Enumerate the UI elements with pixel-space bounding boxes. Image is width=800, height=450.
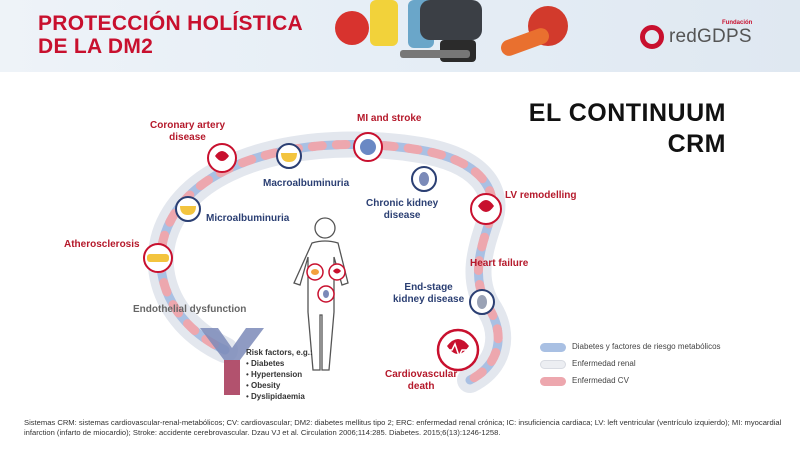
label-endothelial: Endothelial dysfunction <box>133 304 247 315</box>
coronary-icon <box>207 143 237 173</box>
organ-circle-icon <box>306 263 346 303</box>
lv-remodelling-icon <box>470 193 502 225</box>
risk-item: Hypertension <box>246 369 313 380</box>
macroalbuminuria-icon <box>276 143 302 169</box>
main-title: EL CONTINUUM CRM <box>529 98 726 160</box>
legend-label: Enfermedad renal <box>572 359 636 368</box>
legend-swatch-diabetes <box>540 343 566 352</box>
footnote: Sistemas CRM: sistemas cardiovascular-re… <box>24 418 782 437</box>
main-title-line2: CRM <box>667 130 726 158</box>
kidney-icon <box>411 166 437 192</box>
brand-logo: Fundación redGDPS <box>640 20 790 54</box>
legend-label: Enfermedad CV <box>572 376 629 385</box>
risk-item: Diabetes <box>246 358 313 369</box>
main-title-line1: EL CONTINUUM <box>528 99 726 127</box>
risk-item: Obesity <box>246 380 313 391</box>
label-microalbuminuria: Microalbuminuria <box>206 213 290 224</box>
header-title-line2: DE LA DM2 <box>38 35 303 58</box>
risk-item: Dyslipidaemia <box>246 391 313 402</box>
risk-factors-head: Risk factors, e.g.: <box>246 348 313 357</box>
label-ckd-text: Chronic kidney disease <box>366 198 439 221</box>
label-cv-death-text: Cardiovascular death <box>385 369 458 392</box>
label-lv: LV remodelling <box>505 190 577 201</box>
legend-swatch-cv <box>540 377 566 386</box>
label-eskd: End-stage kidney disease <box>393 282 464 306</box>
risk-arrow-icon <box>200 328 264 395</box>
legend-item: Enfermedad renal <box>540 357 770 374</box>
cv-death-icon <box>436 328 480 372</box>
label-athero: Atherosclerosis <box>64 239 140 250</box>
brand-ring-icon <box>640 25 664 49</box>
label-ckd: Chronic kidney disease <box>366 198 438 222</box>
header-title-bold: DM2 <box>107 35 154 58</box>
microalbuminuria-icon <box>175 196 201 222</box>
fitness-photo <box>335 0 568 62</box>
continuum-graphic <box>143 131 512 395</box>
continuum-diagram: Coronary artery disease MI and stroke Ma… <box>0 80 800 410</box>
header-title: PROTECCIÓN HOLÍSTICA DE LA DM2 <box>38 12 303 58</box>
label-coronary-text: Coronary artery disease <box>150 120 226 143</box>
label-cv-death: Cardiovascular death <box>385 369 457 393</box>
label-heart-failure: Heart failure <box>470 258 529 269</box>
legend-item: Enfermedad CV <box>540 374 770 391</box>
label-coronary: Coronary artery disease <box>150 120 225 144</box>
risk-factors: Risk factors, e.g.: Diabetes Hypertensio… <box>246 347 313 402</box>
header-banner: PROTECCIÓN HOLÍSTICA DE LA DM2 Fundación… <box>0 0 800 72</box>
header-title-prefix: DE LA <box>38 35 108 58</box>
legend: Diabetes y factores de riesgo metabólico… <box>540 340 770 391</box>
brand-name: redGDPS <box>669 26 752 47</box>
legend-swatch-renal <box>540 360 566 369</box>
brand-sup: Fundación <box>722 20 753 26</box>
atherosclerosis-icon <box>143 243 173 273</box>
legend-label: Diabetes y factores de riesgo metabólico… <box>572 342 721 351</box>
risk-factors-list: Diabetes Hypertension Obesity Dyslipidae… <box>246 358 313 402</box>
label-macroalbuminuria: Macroalbuminuria <box>263 178 350 189</box>
eskd-icon <box>469 289 495 315</box>
mi-stroke-icon <box>353 132 383 162</box>
legend-item: Diabetes y factores de riesgo metabólico… <box>540 340 770 357</box>
header-title-line1: PROTECCIÓN HOLÍSTICA <box>38 12 304 35</box>
label-eskd-text: End-stage kidney disease <box>393 282 465 305</box>
label-mi-stroke: MI and stroke <box>357 113 422 124</box>
